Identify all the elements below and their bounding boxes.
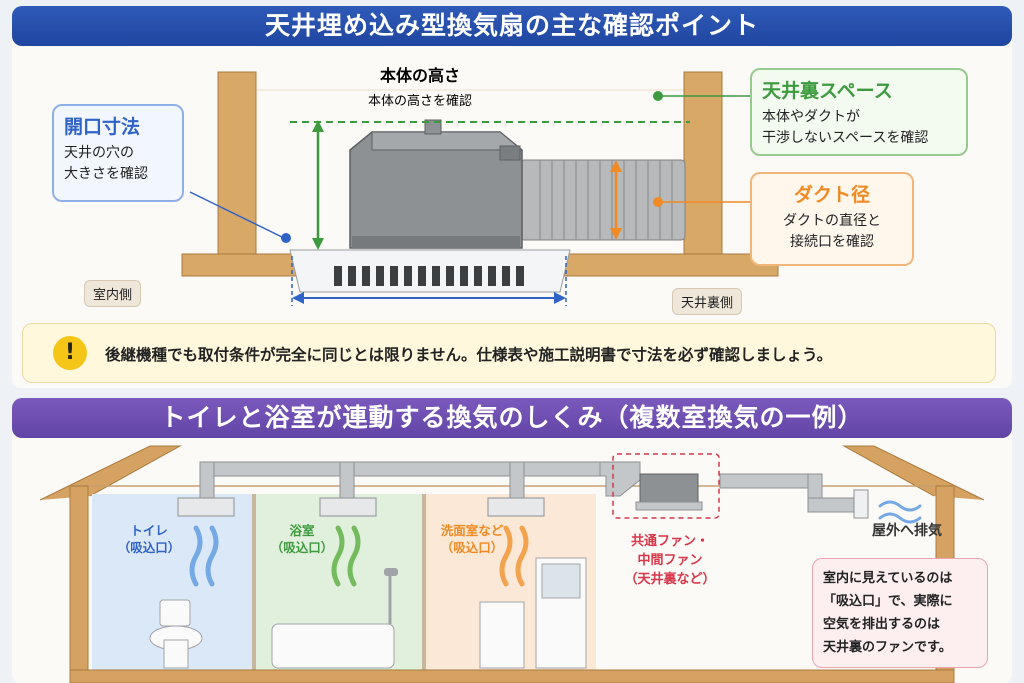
wash-label: 洗面室など [440,523,504,538]
top-title: 天井埋め込み型換気扇の主な確認ポイント [12,6,1012,46]
grille [289,249,571,293]
ceiling-side-tag: 天井裏側 [672,288,743,315]
right-joist [683,71,723,259]
opening-desc-2: 大きさを確認 [64,166,148,182]
wash-sub: （吸込口） [440,540,504,555]
height-desc: 本体の高さを確認 [367,94,472,109]
ceiling-space-desc-2: 干渉しないスペースを確認 [762,130,929,146]
washer-fixture [479,557,587,669]
opening-desc-1: 天井の穴の [64,145,134,161]
fan-label: 共通ファン・ 中間ファン （天井裏など） [612,532,728,589]
opening-title: 開口寸法 [64,116,141,138]
duct-desc-1: ダクトの直径と [783,213,881,229]
ceiling-space-desc-1: 本体やダクトが [762,109,860,125]
duct-callout: ダクト径 ダクトの直径と 接続口を確認 [750,172,914,266]
warning-text: 後継機種でも取付条件が完全に同じとは限りません。仕様表や施工説明書で寸法を必ず確… [105,346,833,364]
bathtub-fixture [271,568,398,669]
warning-icon: ! [53,336,87,370]
toilet-fixture [149,599,203,669]
common-fan [639,473,699,503]
wash-grille [487,497,545,517]
fan-label-3: （天井裏など） [624,572,716,587]
bath-label: 浴室 [289,523,315,538]
bath-grille [319,497,377,517]
opening-callout: 開口寸法 天井の穴の 大きさを確認 [52,104,184,202]
speech-l3: 空気を排出するのは [823,617,941,632]
bottom-title: トイレと浴室が連動する換気のしくみ（複数室換気の一例） [12,398,1012,438]
indoor-tag: 室内側 [84,280,142,307]
fan-label-1: 共通ファン・ [630,534,709,549]
ceiling-space-title: 天井裏スペース [762,80,893,102]
main-duct [199,461,641,477]
height-title: 本体の高さ [379,66,460,85]
left-joist [217,71,257,259]
duct-desc-2: 接続口を確認 [790,234,874,250]
fan-cross-section [181,71,779,306]
toilet-sub: （吸込口） [117,540,181,555]
warning-note: ! 後継機種でも取付条件が完全に同じとは限りません。仕様表や施工説明書で寸法を必… [22,323,996,383]
toilet-label: トイレ [130,523,168,538]
duct-title: ダクト径 [793,184,870,206]
roof-left [39,445,182,501]
speech-l1: 室内に見えているのは [823,571,953,586]
house-diagram [39,445,985,683]
bath-sub: （吸込口） [270,540,334,555]
exhaust-label: 屋外へ排気 [872,523,942,539]
fan-label-2: 中間ファン [637,553,703,568]
speech-bubble: 室内に見えているのは 「吸込口」で、実際に 空気を排出するのは 天井裏のファンで… [812,558,988,668]
exhaust-hood [853,489,869,519]
speech-l2: 「吸込口」で、実際に [823,594,953,609]
toilet-grille [177,497,235,517]
fan-highlight [612,453,720,519]
ceiling-space-callout: 天井裏スペース 本体やダクトが 干渉しないスペースを確認 [750,68,968,156]
speech-l4: 天井裏のファンです。 [823,640,952,655]
